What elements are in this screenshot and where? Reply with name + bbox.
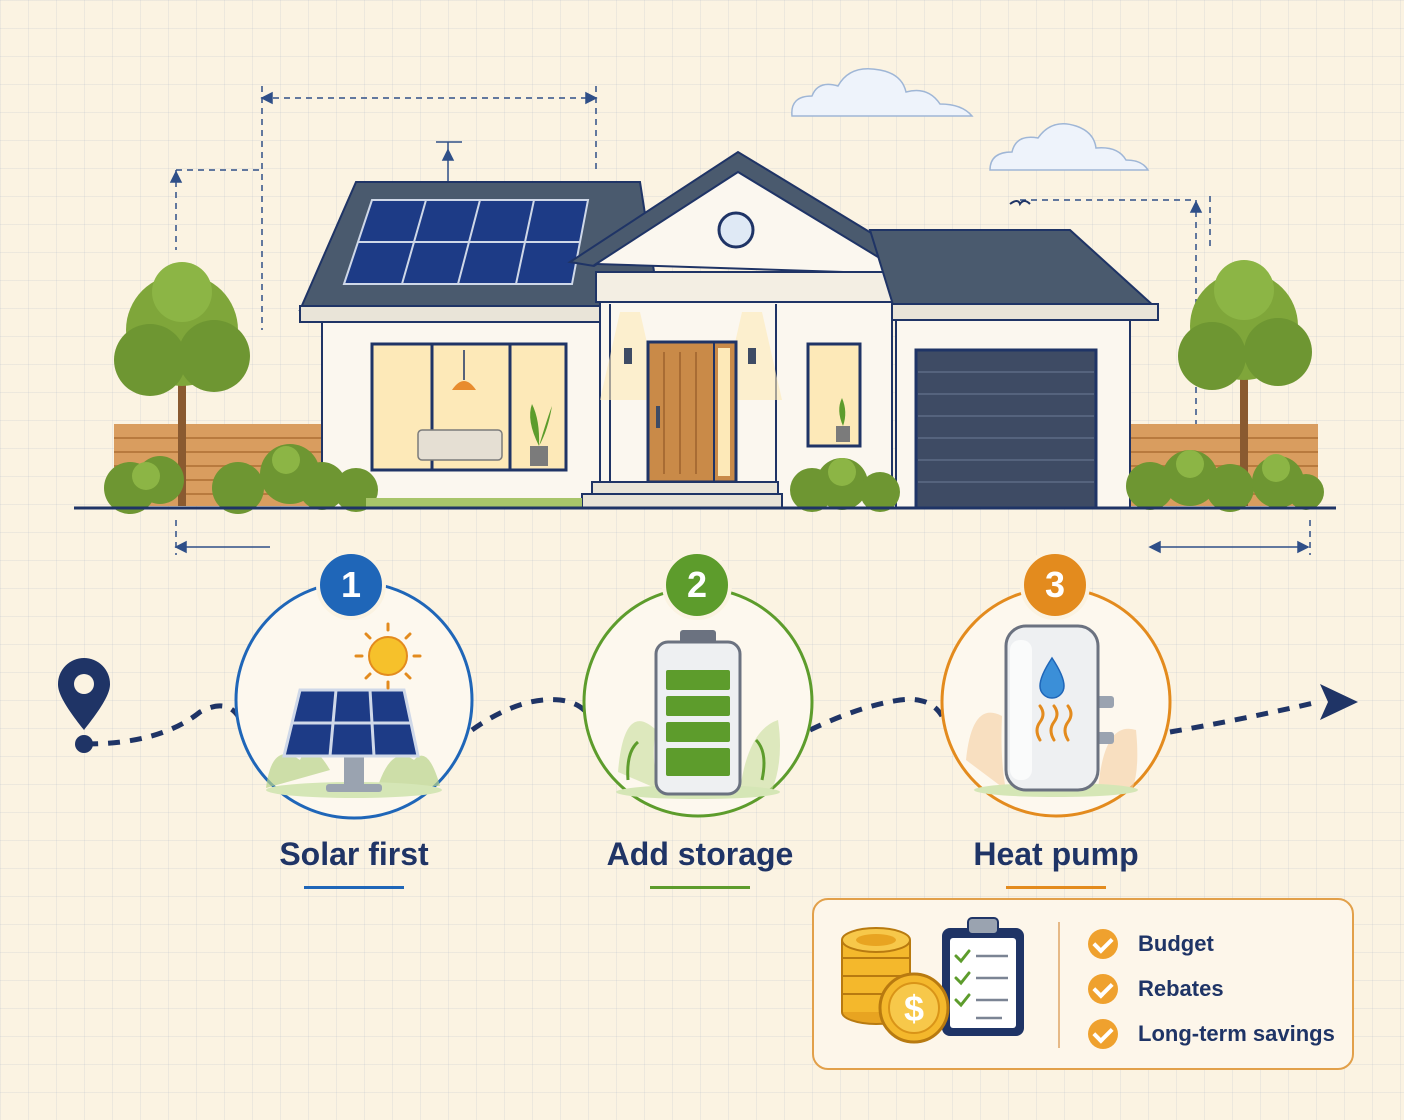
check-circle-icon [1088, 1019, 1118, 1049]
check-circle-icon [1088, 974, 1118, 1004]
dollar-sign: $ [904, 988, 924, 1029]
dimension-arrows [169, 91, 1310, 554]
card-divider [1058, 922, 1060, 1048]
cloud-icon [989, 123, 1150, 171]
step-1-badge: 1 [316, 550, 386, 620]
solar-panel-icon [266, 688, 442, 798]
garage [868, 229, 1159, 510]
step-3-label: Heat pump [973, 836, 1139, 872]
dimension-lines [175, 86, 1311, 555]
front-door [646, 340, 738, 484]
check-item-long-term-savings: Long-term savings [1088, 1014, 1335, 1054]
tree-icon [114, 262, 250, 506]
check-item-label: Budget [1138, 931, 1214, 956]
budget-info-card: $ Budget Rebates Long-term savings [812, 898, 1354, 1070]
journey-path [85, 684, 1358, 747]
check-item-rebates: Rebates [1088, 969, 1224, 1009]
roof-solar-panels [342, 199, 590, 285]
bird-icon [1009, 200, 1031, 207]
check-item-label: Rebates [1138, 976, 1224, 1001]
arrow-right-icon [1320, 684, 1358, 720]
step-3-underline [1006, 886, 1106, 889]
battery-icon [616, 630, 780, 799]
step-1-label: Solar first [279, 836, 429, 872]
lawn [366, 498, 582, 508]
dollar-coin-icon [878, 972, 950, 1044]
cloud-icon [791, 68, 974, 117]
step-2-label: Add storage [606, 836, 794, 872]
sun-icon [354, 622, 422, 690]
clipboard-icon [942, 917, 1024, 1036]
house-left-wing [298, 181, 663, 509]
coins-and-checklist-illustration: $ [841, 917, 1024, 1044]
check-item-budget: Budget [1088, 924, 1214, 964]
check-item-label: Long-term savings [1138, 1021, 1335, 1046]
step-1-underline [304, 886, 404, 889]
location-pin-icon [57, 657, 110, 753]
bushes-highlight [132, 446, 1290, 490]
step-3-badge: 3 [1020, 550, 1090, 620]
tree-icon [1178, 260, 1312, 506]
living-room-window [370, 342, 568, 472]
step-2-underline [650, 886, 750, 889]
check-circle-icon [1088, 929, 1118, 959]
step-2-badge: 2 [662, 550, 732, 620]
water-heater-icon [966, 624, 1138, 797]
